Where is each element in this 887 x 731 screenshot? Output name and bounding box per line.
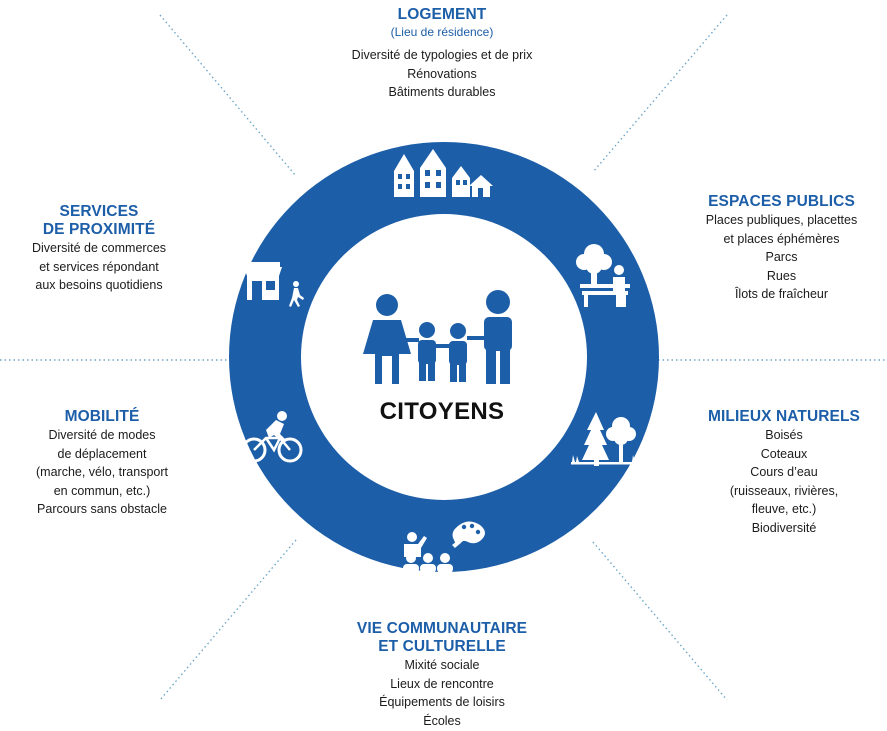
espaces-publics-line-1: Places publiques, placettes xyxy=(705,213,858,227)
mobilite-line-5: Parcours sans obstacle xyxy=(37,502,167,516)
mobilite-line-2: de déplacement xyxy=(57,446,147,461)
family-icon xyxy=(363,290,512,384)
mobilite-line-1: Diversité de modes xyxy=(48,428,156,442)
community-culture-icon xyxy=(403,521,485,573)
logement-line-3: Bâtiments durables xyxy=(388,85,496,99)
vie-communautaire-title-line-2: ET CULTURELLE xyxy=(378,638,506,655)
logement-line-2: Rénovations xyxy=(407,66,477,81)
milieux-naturels-line-6: Biodiversité xyxy=(751,520,817,535)
milieux-naturels-block: MILIEUX NATURELS Boisés Coteaux Cours d’… xyxy=(684,408,884,537)
services-title-line-2: DE PROXIMITÉ xyxy=(42,221,156,238)
mobilite-line-4: en commun, etc.) xyxy=(53,483,151,498)
logement-line-1: Diversité de typologies et de prix xyxy=(351,48,533,62)
mobilite-block: MOBILITÉ Diversité de modes de déplaceme… xyxy=(2,408,202,519)
logement-subtitle: (Lieu de résidence) xyxy=(390,25,494,39)
vie-communautaire-line-4: Écoles xyxy=(423,713,461,728)
logement-block: LOGEMENT (Lieu de résidence) Diversité d… xyxy=(297,6,587,102)
cyclist-icon xyxy=(241,411,303,463)
milieux-naturels-line-1: Boisés xyxy=(765,428,803,442)
milieux-naturels-line-4: (ruisseaux, rivières, xyxy=(729,483,839,498)
vie-communautaire-line-3: Équipements de loisirs xyxy=(379,695,505,709)
connector-lines xyxy=(0,14,887,701)
mobilite-line-3: (marche, vélo, transport xyxy=(36,465,168,479)
espaces-publics-line-2: et places éphémères xyxy=(723,231,840,246)
inner-circle xyxy=(301,214,587,500)
houses-icon xyxy=(394,149,493,197)
services-block: SERVICES DE PROXIMITÉ Diversité de comme… xyxy=(0,203,198,295)
park-bench-icon xyxy=(576,244,630,307)
espaces-publics-line-3: Parcs xyxy=(765,250,798,264)
espaces-publics-line-4: Rues xyxy=(766,268,797,283)
vie-communautaire-title-line-1: VIE COMMUNAUTAIRE xyxy=(356,620,528,637)
espaces-publics-block: ESPACES PUBLICS Places publiques, placet… xyxy=(676,193,887,304)
logement-title: LOGEMENT xyxy=(397,6,487,23)
services-line-3: aux besoins quotidiens xyxy=(35,278,163,292)
trees-icon xyxy=(571,412,637,466)
services-line-1: Diversité de commerces xyxy=(31,241,167,255)
center-label: CITOYENS xyxy=(379,398,505,425)
espaces-publics-line-5: Îlots de fraîcheur xyxy=(734,287,829,301)
milieux-naturels-line-3: Cours d’eau xyxy=(750,465,818,479)
milieux-naturels-line-5: fleuve, etc.) xyxy=(751,502,817,516)
vie-communautaire-line-2: Lieux de rencontre xyxy=(390,676,494,691)
milieux-naturels-line-2: Coteaux xyxy=(760,446,808,461)
milieux-naturels-title: MILIEUX NATURELS xyxy=(707,408,860,425)
vie-communautaire-block: VIE COMMUNAUTAIRE ET CULTURELLE Mixité s… xyxy=(297,620,587,730)
vie-communautaire-line-1: Mixité sociale xyxy=(404,658,480,672)
services-title-line-1: SERVICES xyxy=(59,203,139,220)
mobilite-title: MOBILITÉ xyxy=(64,408,140,425)
espaces-publics-title: ESPACES PUBLICS xyxy=(708,193,855,210)
shop-pedestrian-icon xyxy=(244,262,304,307)
services-line-2: et services répondant xyxy=(39,259,159,274)
